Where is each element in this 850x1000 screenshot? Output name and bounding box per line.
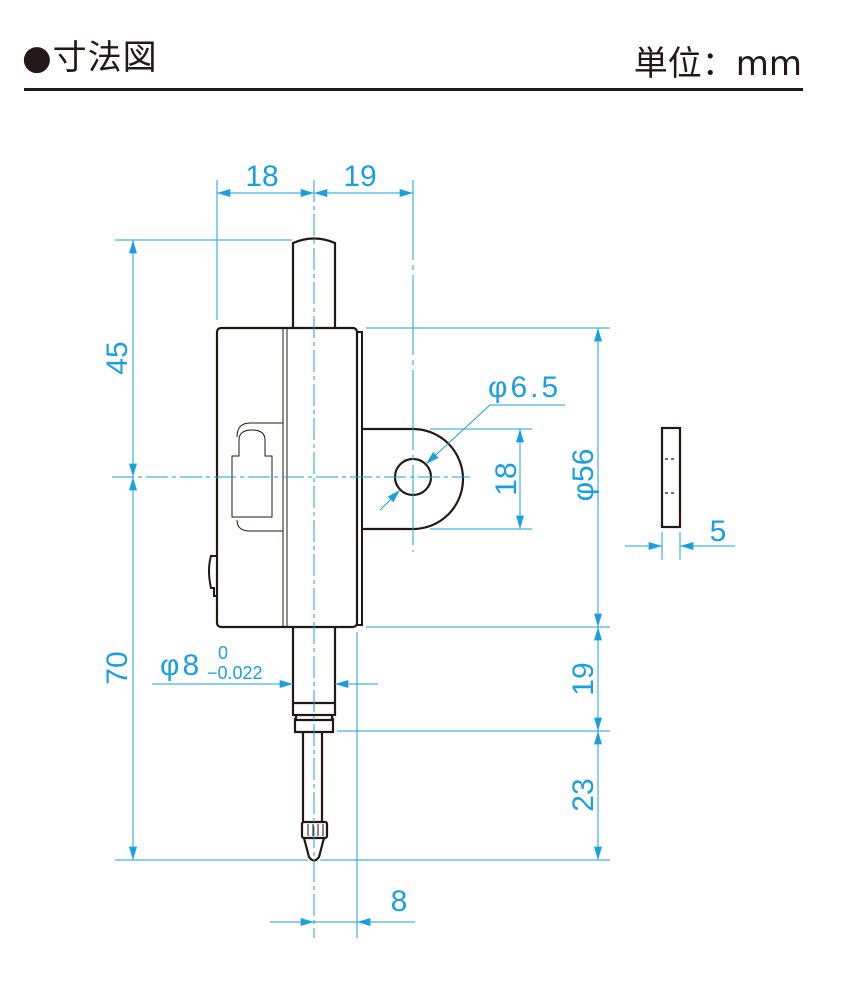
dim-offset: 8 xyxy=(391,885,408,918)
unit-label: 単位：mm xyxy=(633,44,802,84)
side-view xyxy=(660,426,682,529)
center-lines xyxy=(112,180,470,938)
dim-body-diameter: φ56 xyxy=(567,449,600,502)
dim-stem-diameter: φ8 xyxy=(160,649,202,682)
dim-stem-length: 19 xyxy=(567,662,600,695)
spindle xyxy=(301,732,324,822)
dim-upper-height: 45 xyxy=(101,341,134,374)
dimension-labels: 18 19 45 70 φ6.5 18 φ56 19 23 φ8 0 −0.02… xyxy=(101,160,726,918)
dim-spindle-length: 23 xyxy=(567,778,600,811)
top-stem xyxy=(291,237,337,328)
dim-lower-height: 70 xyxy=(101,651,134,684)
dim-thickness: 5 xyxy=(710,515,727,548)
extension-lines xyxy=(115,180,681,938)
dimension-lines xyxy=(129,189,735,926)
header-divider xyxy=(24,88,803,91)
dim-hole-diameter: φ6.5 xyxy=(488,371,561,404)
dim-stem-tol-lower: −0.022 xyxy=(207,663,263,683)
page-title: ●寸法図 xyxy=(22,30,158,79)
bullet-icon: ● xyxy=(22,38,53,78)
title-text: 寸法図 xyxy=(52,38,158,78)
dim-lug-height: 18 xyxy=(490,462,523,495)
clip xyxy=(231,422,283,532)
mounting-lug xyxy=(362,427,465,531)
dim-top-left: 18 xyxy=(245,160,278,193)
dim-top-right: 19 xyxy=(343,160,376,193)
dim-stem-tol-upper: 0 xyxy=(218,643,228,663)
knob xyxy=(208,555,217,597)
indicator-outline xyxy=(208,237,682,862)
bezel xyxy=(356,331,363,626)
